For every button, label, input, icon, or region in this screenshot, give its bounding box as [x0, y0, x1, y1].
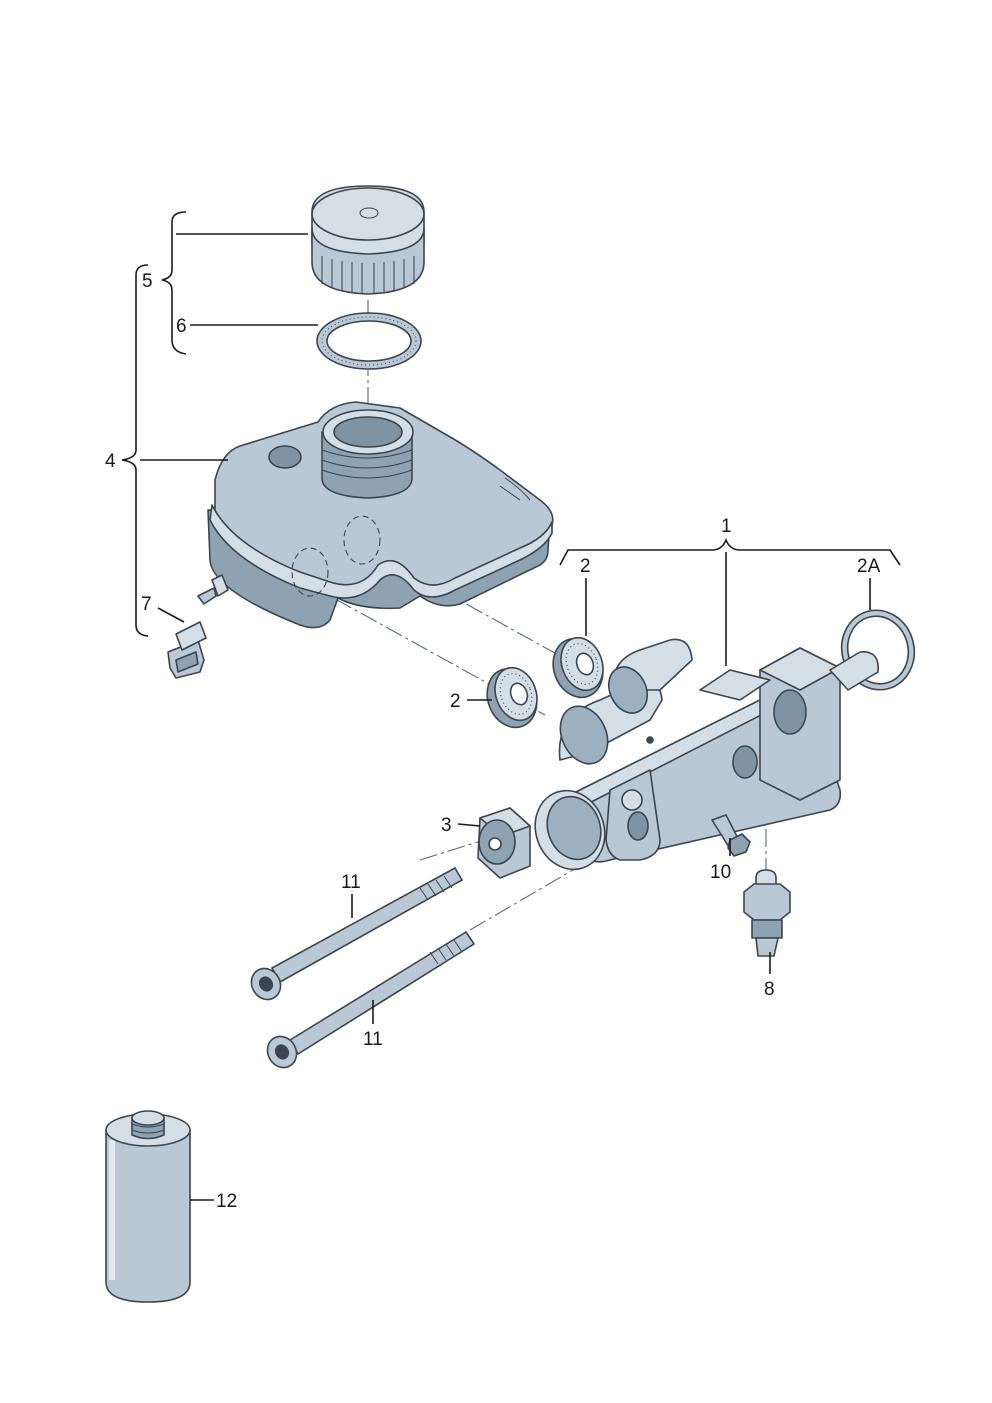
callout-2-upper: 2	[580, 556, 591, 577]
callout-11-upper: 11	[341, 872, 361, 893]
callout-3: 3	[441, 815, 452, 836]
callout-7: 7	[141, 594, 152, 615]
brake-pressure-sensor	[743, 869, 791, 957]
cylinder-bolt-lower	[266, 931, 475, 1069]
level-sensor-connector	[167, 621, 207, 679]
reservoir-cap	[311, 185, 425, 295]
reservoir-cap-gasket	[316, 312, 422, 370]
brake-fluid-reservoir	[197, 401, 554, 629]
brake-master-cylinder	[534, 638, 879, 871]
callout-4: 4	[105, 451, 116, 472]
callout-8: 8	[764, 979, 775, 1000]
callout-1: 1	[721, 516, 732, 537]
callout-10: 10	[710, 862, 731, 883]
seal-grommet-upper	[552, 636, 604, 699]
callout-11-lower: 11	[363, 1029, 383, 1050]
brake-fluid-bottle	[105, 1110, 191, 1303]
sealing-plug	[477, 807, 531, 879]
callout-5: 5	[142, 271, 153, 292]
callout-labels: 1 2 2A 2 3 4 5 6 7 8 10 11 11 12	[105, 271, 881, 1212]
leader-lines	[121, 211, 901, 1201]
hex-screw	[711, 814, 751, 857]
seal-grommet-lower	[486, 666, 538, 729]
callout-2A: 2A	[857, 556, 881, 577]
callout-2-lower: 2	[450, 691, 461, 712]
callout-12: 12	[216, 1191, 237, 1212]
cylinder-bolt-upper	[250, 867, 463, 1001]
callout-6: 6	[176, 316, 187, 337]
